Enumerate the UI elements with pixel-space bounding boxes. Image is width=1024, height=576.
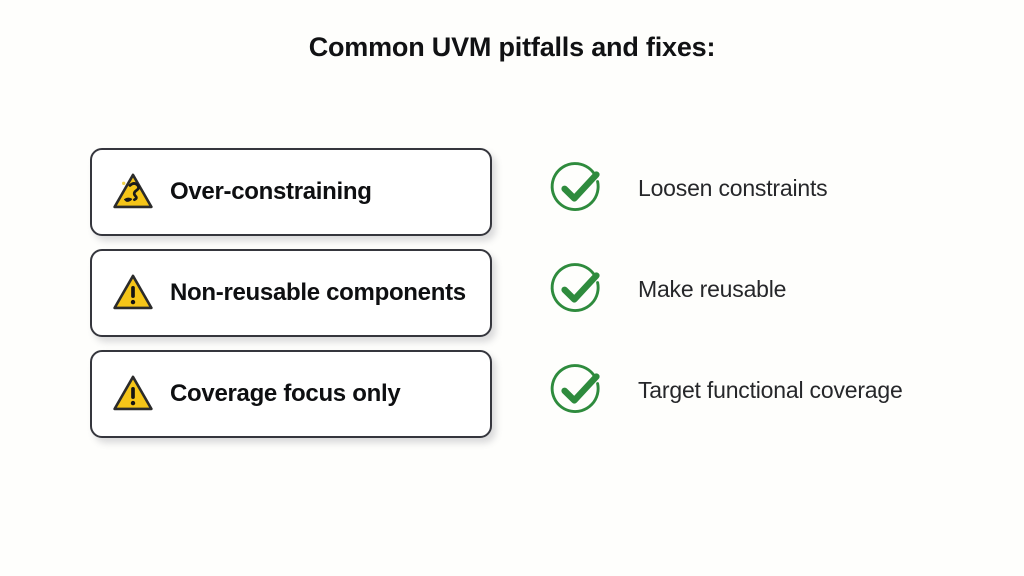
pitfall-fix-row: Coverage focus only Target functional co… <box>0 350 1024 451</box>
pitfall-fix-row: Non-reusable components Make reusable <box>0 249 1024 350</box>
warning-triangle-icon <box>113 375 153 411</box>
pitfalls-fixes-list: Over-constraining Loosen constraints Non… <box>0 148 1024 451</box>
fix-label: Target functional coverage <box>638 376 903 403</box>
pitfall-card[interactable]: Coverage focus only <box>90 350 492 438</box>
fix-item[interactable]: Loosen constraints <box>548 158 828 218</box>
fix-label: Loosen constraints <box>638 174 828 201</box>
fix-item[interactable]: Target functional coverage <box>548 360 903 420</box>
pitfall-fix-row: Over-constraining Loosen constraints <box>0 148 1024 249</box>
page-title: Common UVM pitfalls and fixes: <box>308 32 716 62</box>
warning-triangle-icon <box>113 173 153 209</box>
fix-label: Make reusable <box>638 275 787 302</box>
check-circle-icon <box>550 162 600 211</box>
pitfall-card[interactable]: Over-constraining <box>90 148 492 236</box>
pitfall-label: Coverage focus only <box>170 380 401 407</box>
pitfall-card[interactable]: Non-reusable components <box>90 249 492 337</box>
pitfall-label: Over-constraining <box>170 178 372 205</box>
warning-triangle-icon <box>113 274 153 310</box>
check-circle-icon <box>550 263 600 312</box>
pitfall-label: Non-reusable components <box>170 279 466 306</box>
check-circle-icon <box>550 364 600 413</box>
fix-item[interactable]: Make reusable <box>548 259 786 319</box>
